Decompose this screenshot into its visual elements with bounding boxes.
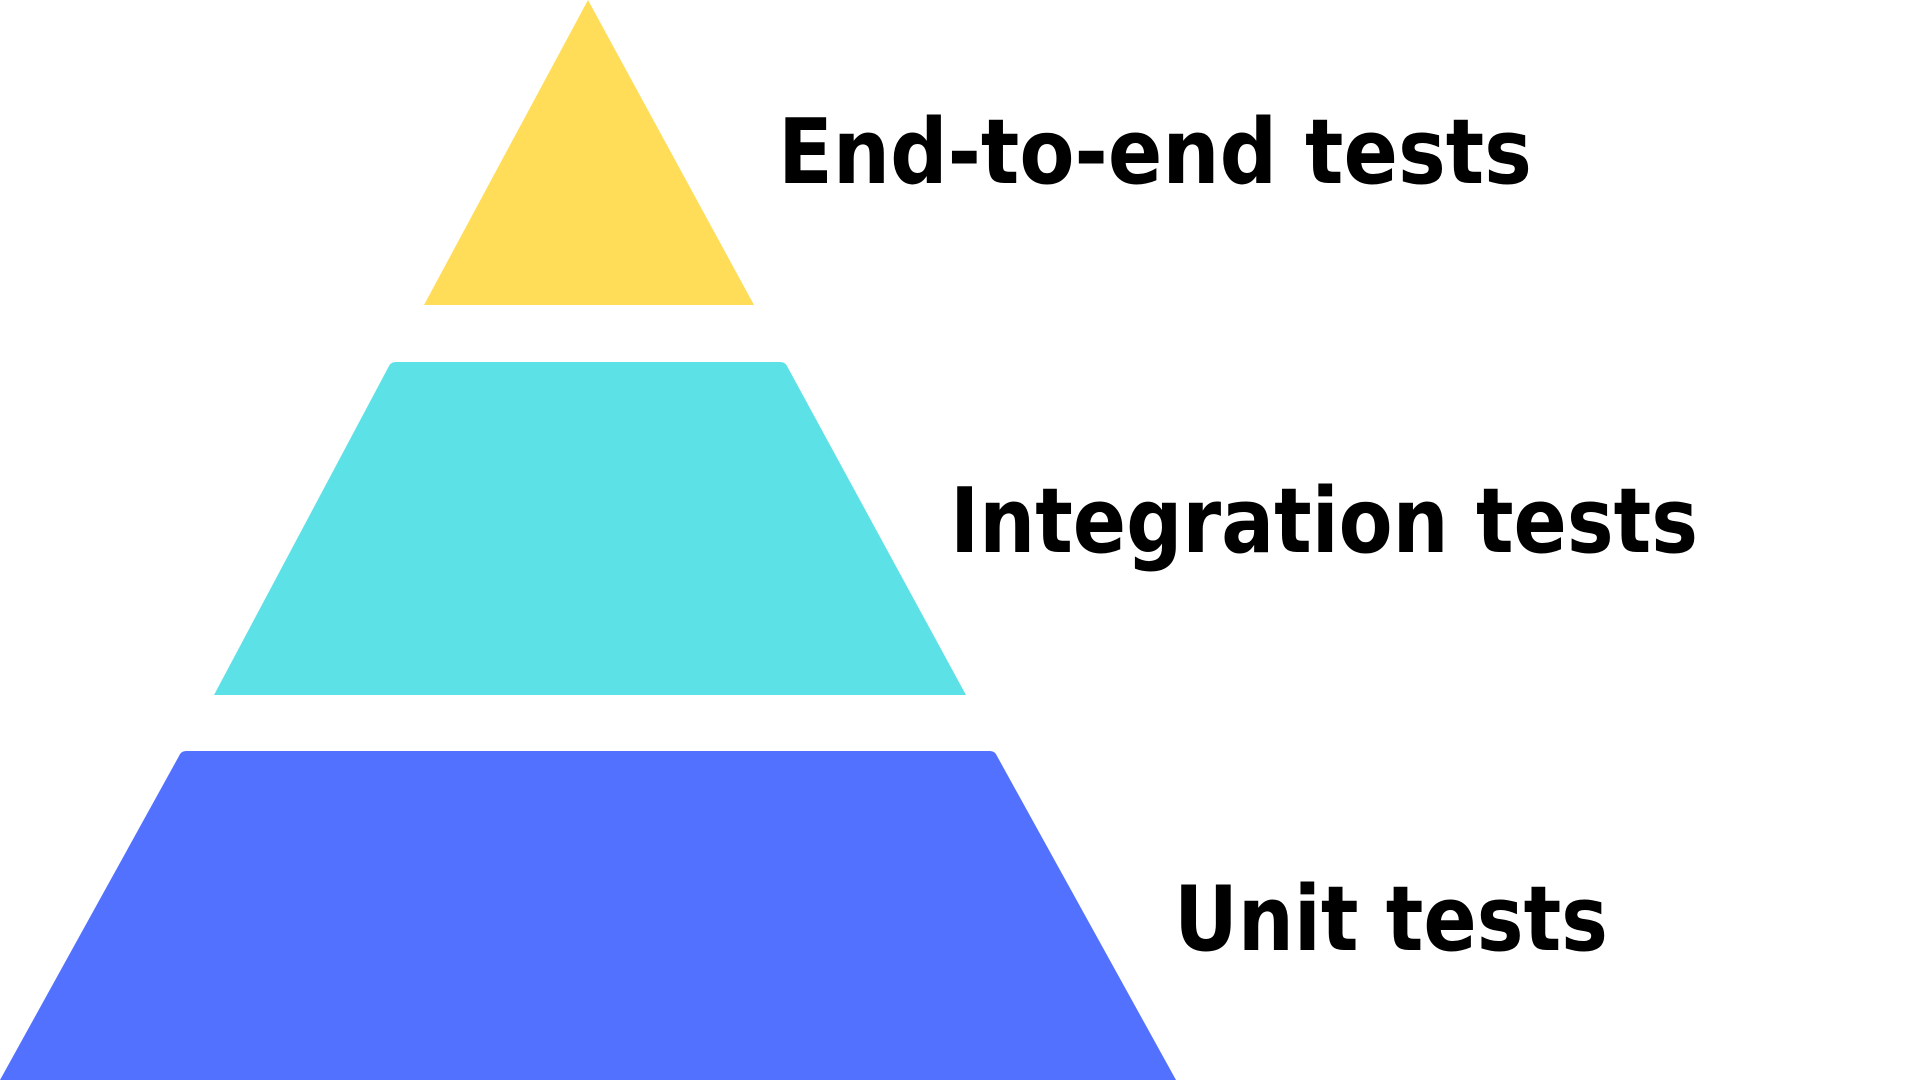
tier-end-to-end-shape — [424, 0, 754, 305]
tier-unit-shape — [0, 751, 1176, 1080]
tier-integration-shape — [214, 362, 966, 695]
tier-end-to-end-label: End-to-end tests — [778, 100, 1532, 205]
tier-unit-label: Unit tests — [1174, 867, 1608, 972]
tier-integration-label: Integration tests — [950, 469, 1698, 574]
